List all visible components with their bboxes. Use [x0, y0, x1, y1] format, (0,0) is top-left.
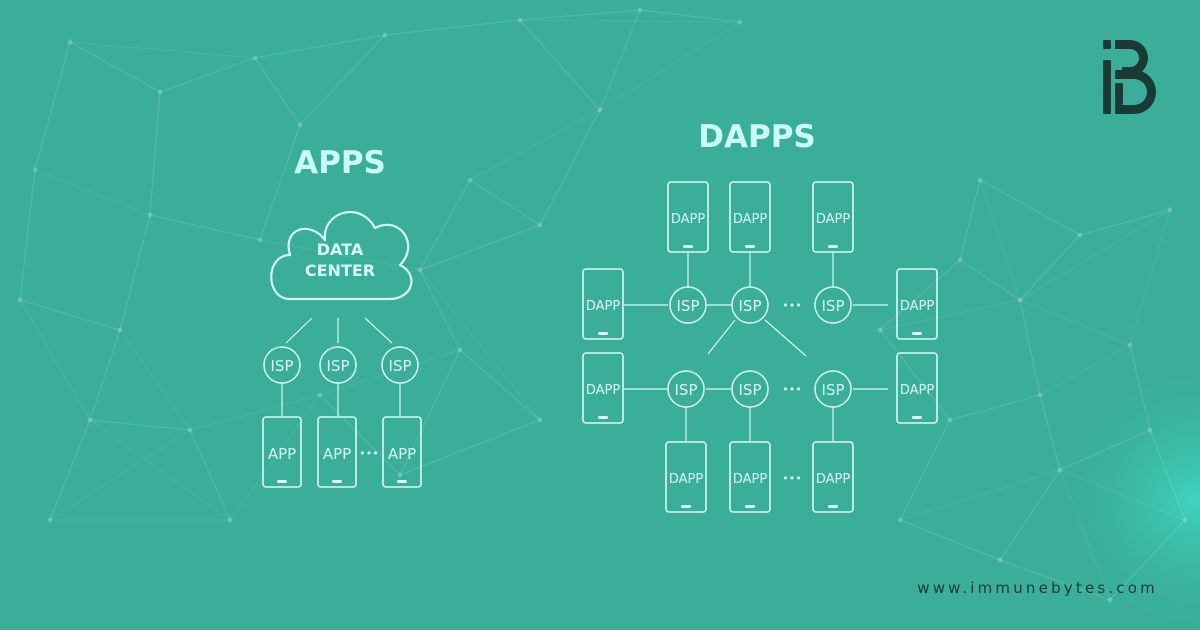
device-label: DAPP: [586, 383, 621, 398]
dapp-device: DAPP: [812, 441, 854, 513]
isp-label: ISP: [822, 381, 845, 399]
isp-label: ISP: [677, 297, 700, 315]
dapp-device: DAPP: [582, 352, 624, 424]
apps-title: APPS: [294, 145, 386, 181]
device-label: APP: [323, 445, 351, 463]
dapps-isp-node: ISP: [814, 370, 852, 408]
device-label: APP: [268, 445, 296, 463]
apps-device-links: [281, 383, 401, 416]
device-label: DAPP: [816, 212, 851, 227]
dapps-isp-node: ISP: [667, 370, 705, 408]
website-url: www.immunebytes.com: [917, 579, 1158, 597]
device-label: APP: [388, 445, 416, 463]
dapps-title: DAPPS: [698, 119, 816, 155]
isp-label: ISP: [327, 357, 350, 375]
isp-label: ISP: [822, 297, 845, 315]
dapp-device: DAPP: [729, 181, 771, 253]
corner-glow: [1055, 360, 1200, 630]
isp-label: ISP: [675, 381, 698, 399]
device-label: DAPP: [816, 472, 851, 487]
app-device: APP: [262, 416, 302, 488]
dapp-device: DAPP: [582, 268, 624, 340]
dapp-device: DAPP: [896, 352, 938, 424]
app-device: APP: [317, 416, 357, 488]
immunebytes-logo: [1103, 40, 1156, 114]
cloud-label-line2: CENTER: [305, 261, 375, 280]
dapps-ellipsis: •••: [782, 472, 801, 485]
apps-ellipsis: •••: [359, 447, 378, 460]
dapp-device: DAPP: [665, 441, 707, 513]
device-label: DAPP: [586, 299, 621, 314]
device-label: DAPP: [900, 383, 935, 398]
device-label: DAPP: [671, 212, 706, 227]
dapps-isp-node: ISP: [814, 286, 852, 324]
dapps-network: DAPP DAPP DAPP DAPP DAPP DAPP DAPP DAPP DAPP DAPP…: [582, 181, 938, 513]
background-network: [19, 9, 1186, 601]
apps-isp-node: ISP: [263, 346, 301, 384]
dapp-device: DAPP: [896, 268, 938, 340]
data-center-cloud-icon: DATA CENTER: [270, 210, 413, 301]
device-label: DAPP: [733, 472, 768, 487]
dapps-isp-node: ISP: [731, 286, 769, 324]
isp-label: ISP: [389, 357, 412, 375]
device-label: DAPP: [669, 472, 704, 487]
dapps-isp-node: ISP: [731, 370, 769, 408]
dapps-isp-node: ISP: [669, 286, 707, 324]
dapps-ellipsis: •••: [782, 383, 801, 396]
cloud-label-line1: DATA: [317, 240, 364, 259]
isp-label: ISP: [739, 297, 762, 315]
device-label: DAPP: [733, 212, 768, 227]
dapp-device: DAPP: [729, 441, 771, 513]
dapps-ellipsis: •••: [782, 299, 801, 312]
isp-label: ISP: [739, 381, 762, 399]
apps-isp-node: ISP: [319, 346, 357, 384]
background-nodes: [17, 7, 1188, 603]
apps-cloud-links: [285, 317, 393, 344]
dapp-device: DAPP: [812, 181, 854, 253]
device-label: DAPP: [900, 299, 935, 314]
app-device: APP: [382, 416, 422, 488]
dapps-links: [624, 252, 888, 441]
isp-label: ISP: [271, 357, 294, 375]
dapp-device: DAPP: [667, 181, 709, 253]
